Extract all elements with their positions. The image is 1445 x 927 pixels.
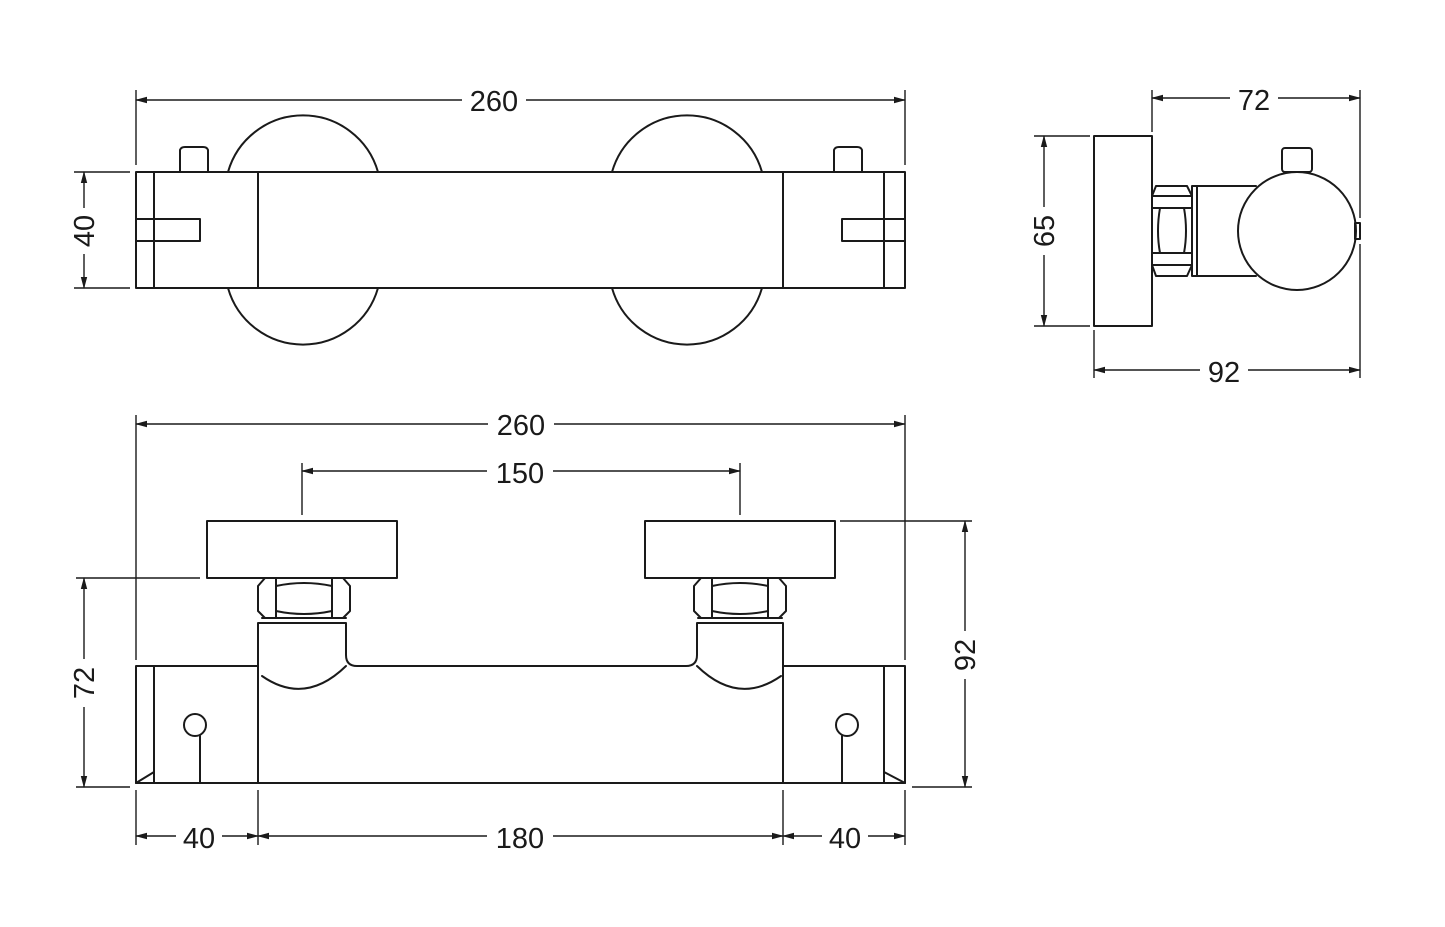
front-right-pin [835,713,859,737]
front-view: 260 150 72 92 40 180 40 [68,407,982,855]
side-end-cap [1354,222,1361,240]
top-right-wall-disc [611,114,763,173]
top-right-slot [841,218,906,242]
front-dim-40-right-label: 40 [829,823,861,855]
front-left-wall-block [206,520,398,579]
front-right-swirl [696,665,782,690]
top-left-slot [135,218,201,242]
top-left-wall-disc [227,114,379,173]
side-button [1281,147,1313,173]
front-dim-40-left-label: 40 [183,823,215,855]
front-left-pin [183,713,207,737]
top-right-button [833,146,863,173]
top-dim-40-label: 40 [69,215,101,247]
front-right-end-cap [782,665,906,784]
front-dim-92-label: 92 [950,639,982,671]
top-right-wall-disc-lower [611,287,763,346]
side-body [1191,185,1257,277]
top-dim-260-label: 260 [470,86,518,118]
top-body [135,171,906,289]
front-left-hex-nut [257,577,351,619]
side-dim-92-label: 92 [1208,357,1240,389]
front-dim-150-label: 150 [496,458,544,490]
front-dim-72-label: 72 [69,667,101,699]
front-right-hex-nut [693,577,787,619]
front-dim-180-label: 180 [496,823,544,855]
top-left-wall-disc-lower [227,287,379,346]
side-dim-65-label: 65 [1029,215,1061,247]
side-view: 72 65 92 [1028,82,1361,389]
top-view: 260 40 [68,83,906,346]
side-handle [1237,171,1357,291]
front-dim-260-label: 260 [497,410,545,442]
top-left-button [179,146,209,173]
front-left-swirl [261,665,347,690]
front-right-wall-block [644,520,836,579]
side-wall-plate [1093,135,1153,327]
side-dim-72-label: 72 [1238,85,1270,117]
front-body [257,622,784,784]
